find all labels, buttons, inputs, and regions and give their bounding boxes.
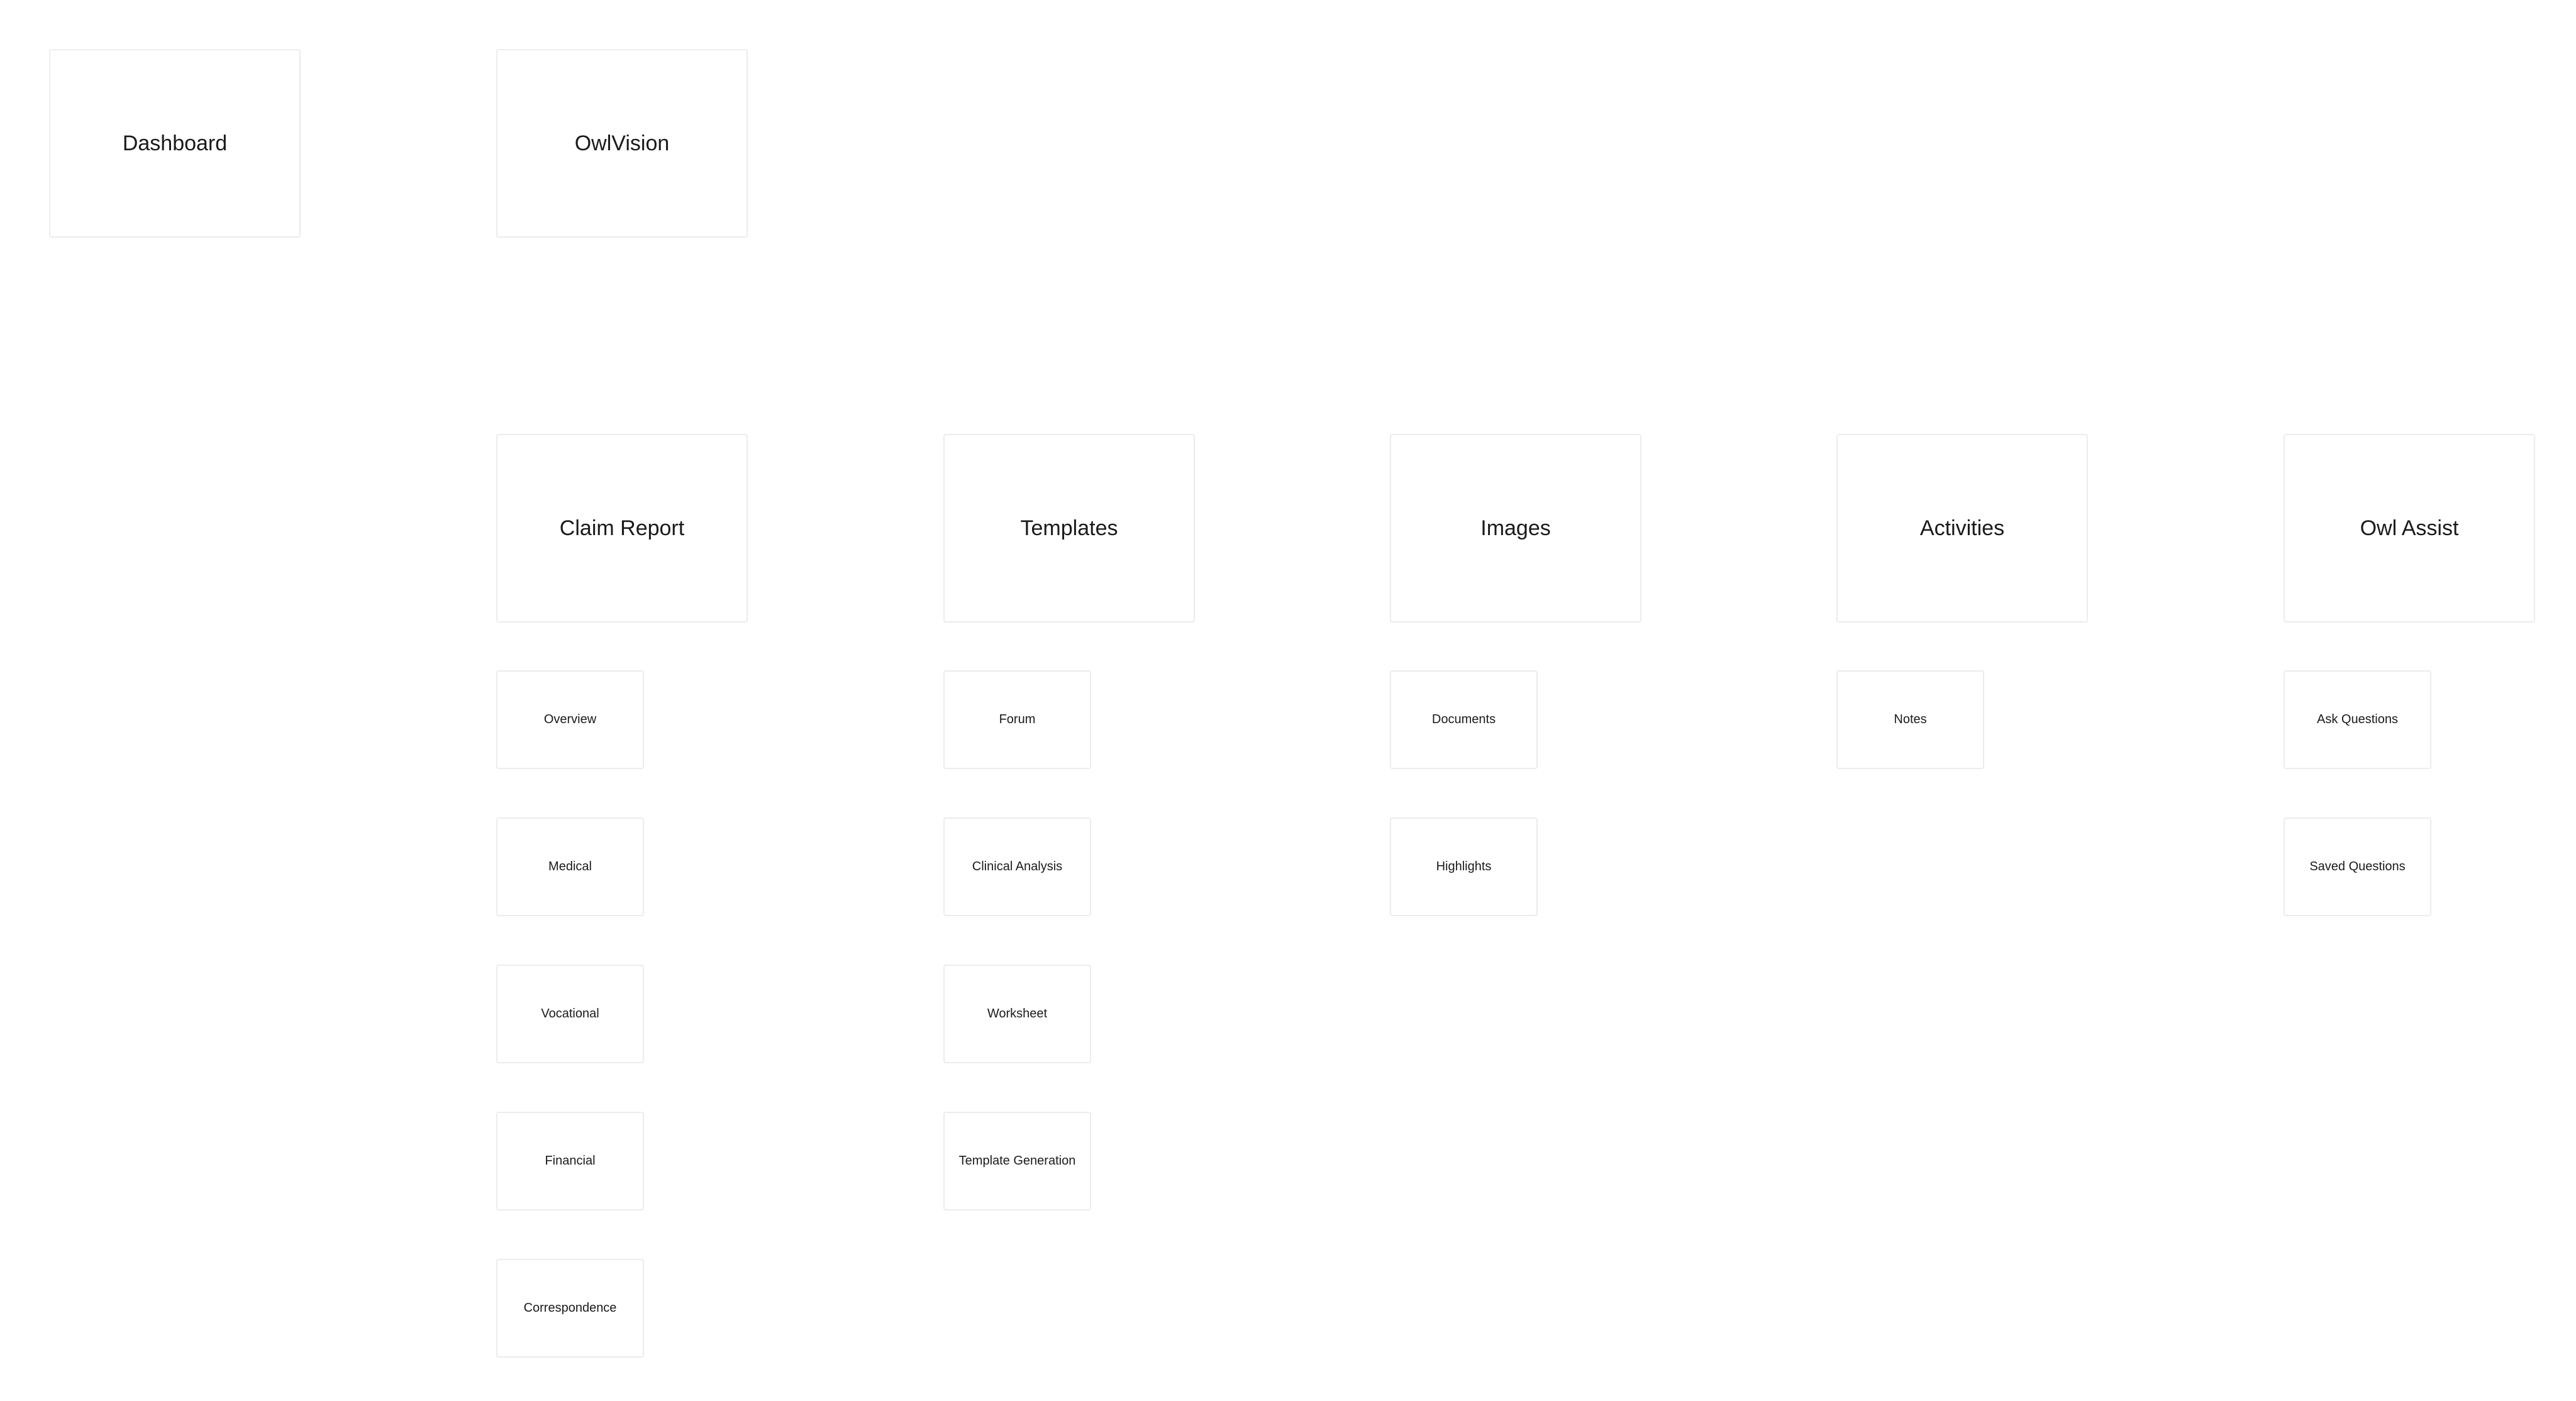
node-owlvision[interactable]: OwlVision	[496, 49, 748, 238]
node-template-generation[interactable]: Template Generation	[943, 1112, 1091, 1210]
node-highlights[interactable]: Highlights	[1390, 817, 1538, 916]
node-activities-label: Activities	[1919, 516, 2005, 540]
node-correspondence-label: Correspondence	[523, 1301, 617, 1315]
node-overview[interactable]: Overview	[496, 670, 644, 769]
node-owl-assist-label: Owl Assist	[2360, 516, 2459, 540]
node-templates[interactable]: Templates	[943, 434, 1195, 623]
node-medical-label: Medical	[548, 860, 592, 873]
node-medical[interactable]: Medical	[496, 817, 644, 916]
node-dashboard-label: Dashboard	[122, 131, 228, 155]
node-owlvision-label: OwlVision	[574, 131, 670, 155]
node-claim-report[interactable]: Claim Report	[496, 434, 748, 623]
node-worksheet[interactable]: Worksheet	[943, 965, 1091, 1063]
node-clinical-analysis-label: Clinical Analysis	[972, 860, 1063, 873]
node-correspondence[interactable]: Correspondence	[496, 1259, 644, 1358]
node-forum-label: Forum	[999, 712, 1036, 726]
node-ask-questions[interactable]: Ask Questions	[2284, 670, 2431, 769]
node-overview-label: Overview	[543, 712, 597, 726]
node-vocational[interactable]: Vocational	[496, 965, 644, 1063]
node-worksheet-label: Worksheet	[987, 1007, 1048, 1021]
node-notes[interactable]: Notes	[1836, 670, 1984, 769]
node-documents-label: Documents	[1431, 712, 1496, 726]
node-templates-label: Templates	[1020, 516, 1118, 540]
node-saved-questions-label: Saved Questions	[2309, 860, 2406, 873]
node-ask-questions-label: Ask Questions	[2317, 712, 2398, 726]
node-highlights-label: Highlights	[1436, 860, 1492, 873]
node-forum[interactable]: Forum	[943, 670, 1091, 769]
node-saved-questions[interactable]: Saved Questions	[2284, 817, 2431, 916]
node-clinical-analysis[interactable]: Clinical Analysis	[943, 817, 1091, 916]
node-financial[interactable]: Financial	[496, 1112, 644, 1210]
node-owl-assist[interactable]: Owl Assist	[2284, 434, 2535, 623]
node-notes-label: Notes	[1894, 712, 1927, 726]
node-activities[interactable]: Activities	[1836, 434, 2088, 623]
node-documents[interactable]: Documents	[1390, 670, 1538, 769]
node-images[interactable]: Images	[1390, 434, 1641, 623]
node-claim-report-label: Claim Report	[559, 516, 685, 540]
node-images-label: Images	[1480, 516, 1551, 540]
node-dashboard[interactable]: Dashboard	[49, 49, 301, 238]
node-financial-label: Financial	[545, 1154, 596, 1168]
node-vocational-label: Vocational	[541, 1007, 599, 1021]
node-template-generation-label: Template Generation	[958, 1154, 1076, 1168]
